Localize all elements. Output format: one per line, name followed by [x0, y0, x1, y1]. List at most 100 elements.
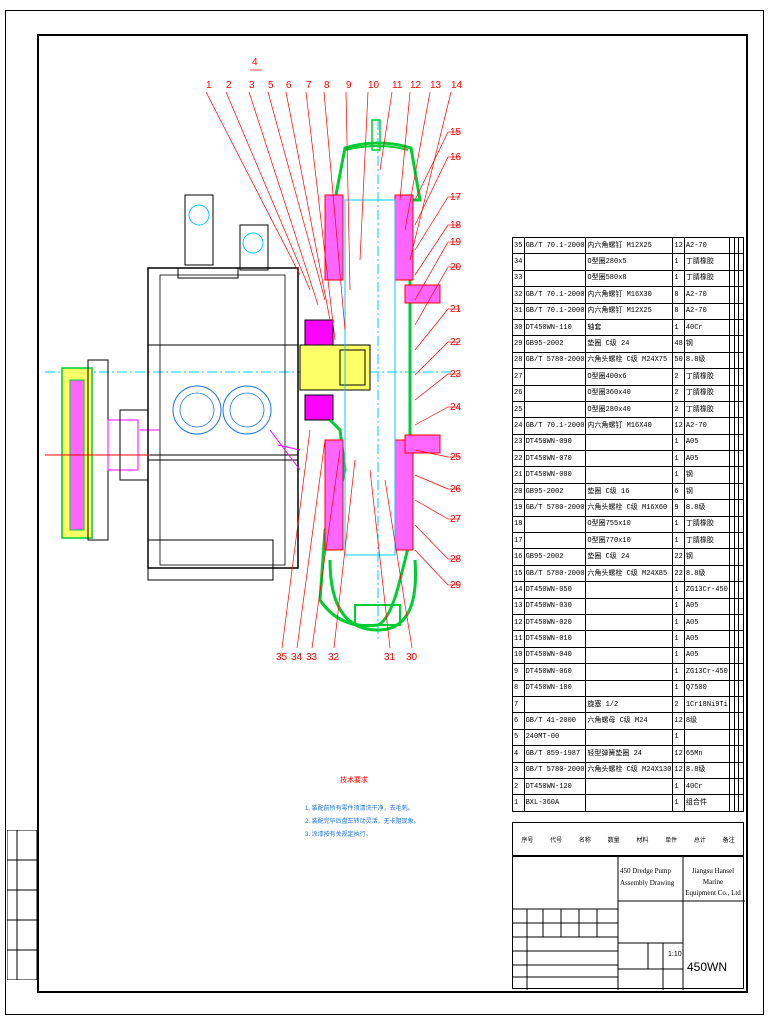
bom-cell: [523, 400, 587, 419]
leader-line: [333, 459, 356, 649]
leader-line: [414, 224, 449, 276]
bom-cell: 轻型弹簧垫圈 24: [585, 745, 674, 763]
bom-cell: DT450WN-060: [523, 663, 587, 681]
bom-cell: [738, 482, 744, 501]
bom-cell: A2-70: [683, 302, 730, 320]
bom-cell: 旋塞 1/2: [585, 695, 674, 714]
bom-cell: [738, 548, 744, 566]
leader-line: [267, 91, 326, 301]
bom-cell: [738, 712, 744, 730]
bom-cell: O型圈580x8: [585, 269, 674, 288]
bom-cell: A05: [683, 450, 730, 468]
bom-cell: [585, 777, 674, 796]
bom-cell: A05: [683, 613, 730, 632]
bom-cell: 32: [512, 286, 525, 304]
bom-cell: [585, 646, 674, 665]
bom-cell: 1: [672, 777, 685, 796]
bom-cell: DT450WN-010: [523, 630, 587, 648]
bom-cell: 24: [512, 417, 525, 435]
leader-line: [414, 549, 449, 586]
leader-line: [414, 266, 449, 326]
bom-cell: 28: [512, 351, 525, 370]
bom-cell: [738, 417, 744, 435]
bom-cell: 6: [672, 482, 685, 501]
bom-cell: A05: [683, 433, 730, 452]
leader-line: [296, 439, 326, 649]
bom-cell: 丁腈橡胶: [683, 532, 730, 550]
technical-notes: 技术要求 1. 装配前所有零件须清洗干净，去毛刺。 2. 装配完毕后盘车转动灵活…: [305, 775, 505, 842]
title-line: Assembly Drawing: [620, 879, 675, 887]
bom-cell: 27: [512, 368, 525, 386]
bom-cell: O型圈755x10: [585, 515, 674, 534]
bom-cell: 40Cr: [683, 777, 730, 796]
bom-cell: O型圈770x10: [585, 532, 674, 550]
bom-cell: [585, 728, 674, 747]
bom-cell: 内六角螺钉 M16X30: [585, 286, 674, 304]
leader-line: [305, 91, 336, 341]
bom-cell: [738, 253, 744, 271]
bom-cell: 23: [512, 433, 525, 452]
bom-header-label: 名称: [578, 837, 591, 844]
bom-cell: 2: [672, 384, 685, 402]
callout-number: 5: [268, 80, 274, 91]
bom-cell: 1: [672, 630, 685, 648]
bom-cell: O型圈400x6: [585, 368, 674, 386]
bom-cell: [733, 794, 740, 812]
bom-cell: 14: [512, 581, 525, 599]
callout-number: 19: [450, 237, 462, 248]
note-line: 2. 装配完毕后盘车转动灵活，无卡阻现象。: [305, 819, 420, 825]
leader-line: [414, 156, 449, 226]
bom-cell: 内六角螺钉 M16X40: [585, 417, 674, 435]
bom-cell: 1: [672, 613, 685, 632]
leader-line: [285, 91, 331, 321]
bom-cell: 8.8级: [683, 564, 730, 583]
bom-cell: [738, 728, 744, 747]
bom-cell: 内六角螺钉 M12X25: [585, 302, 674, 320]
bom-cell: [738, 236, 744, 255]
callout-number: 16: [450, 152, 462, 163]
bom-header-label: 备注: [722, 837, 735, 844]
bom-cell: 6: [512, 712, 525, 730]
leader-line: [414, 373, 449, 401]
bom-cell: [738, 679, 744, 697]
bom-cell: 1: [672, 450, 685, 468]
bom-cell: [523, 269, 587, 288]
callout-number: 10: [368, 80, 380, 91]
bom-cell: [738, 466, 744, 484]
bom-cell: ZG13Cr-450: [683, 663, 730, 681]
bom-cell: 垫圈 C级 24: [585, 548, 674, 566]
bom-cell: 1: [672, 466, 685, 484]
bom-cell: 8.8级: [683, 761, 730, 779]
leader-line: [414, 406, 449, 426]
bom-cell: 1: [672, 663, 685, 681]
bom-cell: [738, 400, 744, 419]
bom-cell: ZG13Cr-450: [683, 581, 730, 599]
bom-cell: O型圈360x40: [585, 384, 674, 402]
leader-line: [414, 524, 449, 560]
bom-cell: 1: [672, 679, 685, 697]
leader-line: [399, 91, 411, 201]
leader-line: [379, 91, 393, 171]
bom-cell: 17: [512, 532, 525, 550]
bom-cell: 12: [672, 745, 685, 763]
bom-cell: [738, 384, 744, 402]
bom-cell: 12: [512, 613, 525, 632]
bom-cell: [523, 695, 587, 714]
bom-cell: 1: [672, 581, 685, 599]
bom-cell: 组合件: [683, 794, 730, 812]
bom-cell: DT450WN-120: [523, 777, 587, 796]
bom-cell: 25: [512, 400, 525, 419]
